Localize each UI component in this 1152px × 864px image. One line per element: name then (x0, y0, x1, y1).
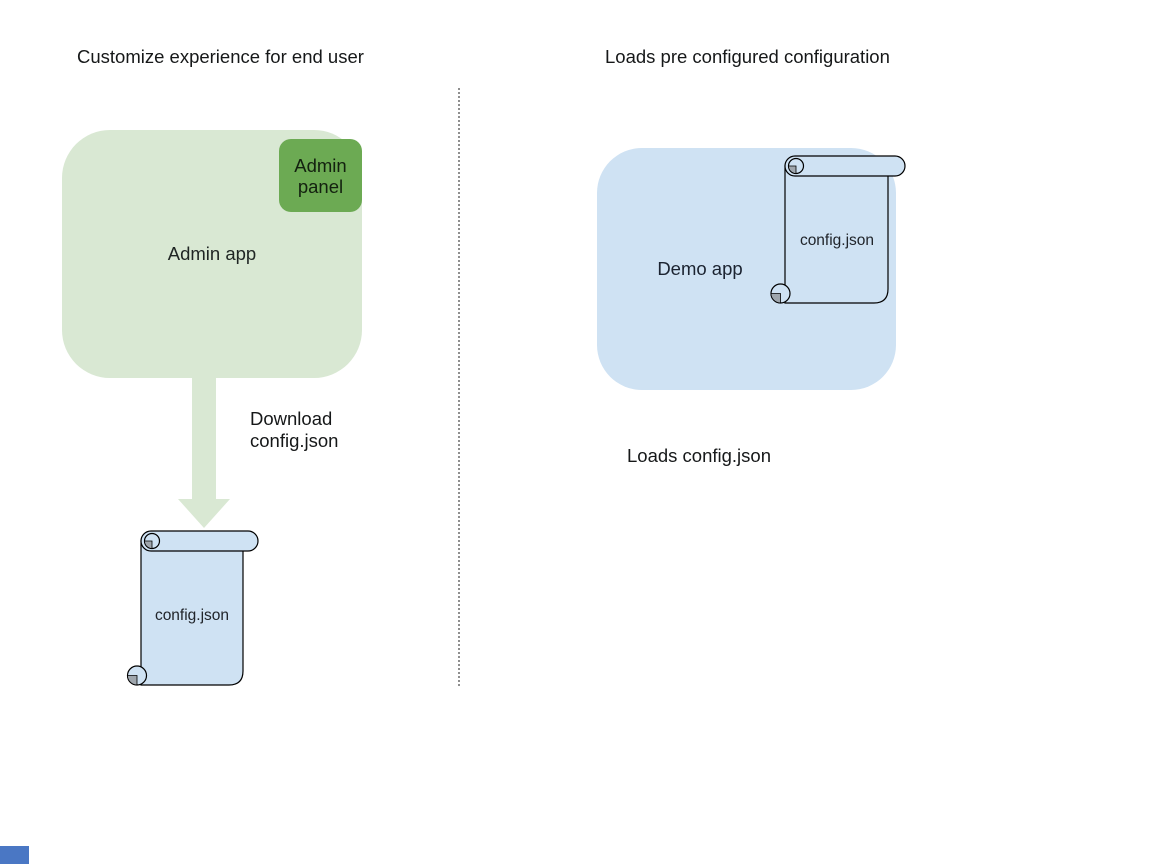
config-file-label-right: config.json (800, 232, 874, 249)
scroll-top-bar (140, 530, 259, 552)
scroll-bottom-curl-shade (770, 293, 781, 304)
scroll-top-curl-shade (788, 165, 797, 174)
scroll-body (784, 165, 889, 304)
section-divider-line (458, 88, 460, 686)
admin-panel-label: Admin panel (294, 154, 347, 197)
admin-panel-box: Admin panel (279, 139, 362, 212)
corner-fragment (0, 846, 29, 864)
right-section-title: Loads pre configured configuration (605, 46, 890, 67)
scroll-bottom-curl-shade (127, 675, 138, 686)
demo-app-label: Demo app (657, 258, 743, 279)
download-arrow-icon (178, 377, 230, 528)
admin-app-label: Admin app (167, 243, 257, 264)
config-scroll-right: config.json (770, 155, 906, 304)
config-scroll-left: config.json (126, 530, 259, 686)
scroll-top-curl-shade (144, 540, 153, 549)
config-file-label-left: config.json (155, 607, 229, 624)
left-section-title: Customize experience for end user (77, 46, 364, 67)
arrow-down-icon (178, 377, 230, 528)
scroll-body (140, 540, 244, 686)
loads-config-caption: Loads config.json (627, 445, 771, 466)
download-config-label: Download config.json (250, 408, 339, 451)
scroll-top-bar (784, 155, 906, 177)
